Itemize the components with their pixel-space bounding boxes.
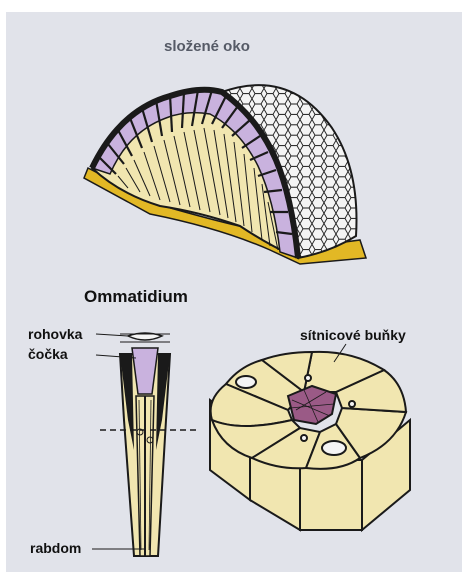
ommatidium-section <box>92 333 196 556</box>
ommatidium-heading: Ommatidium <box>84 287 188 307</box>
lens-label: čočka <box>28 346 68 362</box>
retinula-cells-label: sítnicové buňky <box>300 327 406 343</box>
ommatidium-cross-section <box>210 344 410 530</box>
diagram-title: složené oko <box>164 38 250 55</box>
cornea-label: rohovka <box>28 326 82 342</box>
rhabdom-label: rabdom <box>30 540 81 556</box>
compound-eye <box>84 85 366 264</box>
